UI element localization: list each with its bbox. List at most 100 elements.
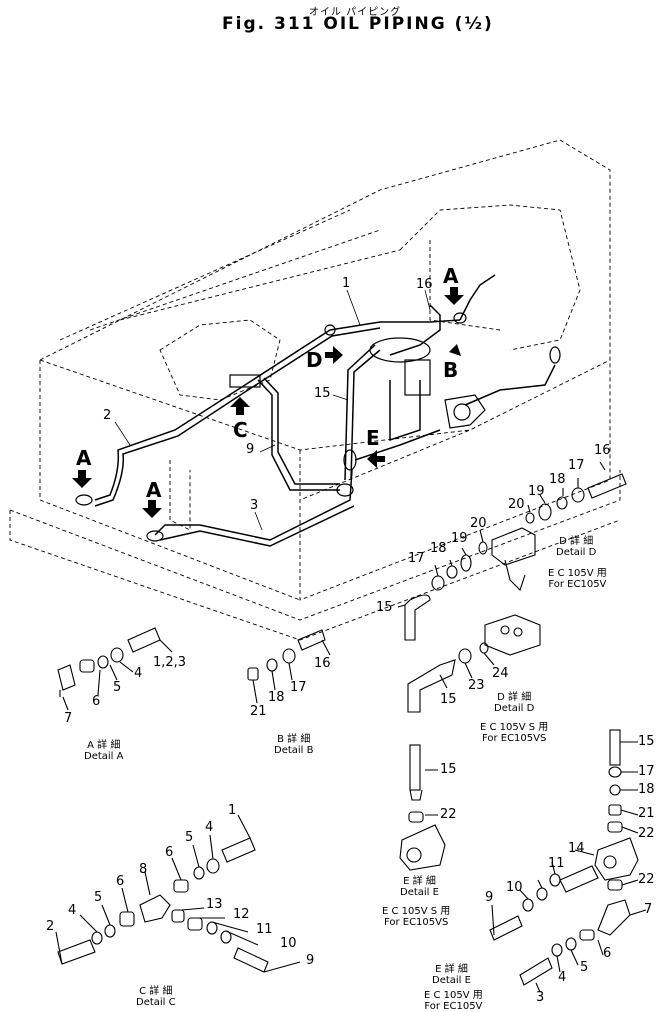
arrow-c [230, 397, 250, 415]
view-label-a3: A [443, 264, 459, 288]
callout-d-20b: 20 [470, 516, 487, 531]
detail-e1-parts [399, 744, 446, 871]
callout-d-17b: 17 [408, 551, 425, 566]
main-pipes [94, 274, 556, 547]
view-label-c: C [233, 418, 248, 442]
arrow-e [367, 450, 385, 468]
view-label-e: E [366, 426, 380, 450]
callout-c-13: 13 [206, 897, 223, 912]
callout-e-22: 22 [440, 807, 457, 822]
machine-outline [9, 139, 621, 641]
arrow-d [325, 346, 343, 364]
c-joint [229, 374, 261, 388]
detail-d1-parts [397, 461, 627, 641]
callout-c-12: 12 [233, 907, 250, 922]
detail-c-parts [55, 814, 301, 973]
callout-15: 15 [314, 386, 331, 401]
callout-d-15b: 15 [440, 692, 457, 707]
callout-r-6: 6 [603, 946, 612, 961]
title-japanese: オイル パイピング [309, 7, 402, 18]
callout-r-14: 14 [568, 841, 585, 856]
callout-a-6: 6 [92, 694, 101, 709]
callout-r-21: 21 [638, 806, 655, 821]
detail-d2-parts [407, 614, 541, 713]
arrow-a1 [72, 470, 92, 488]
figure-title: Fig. 311 OIL PIPING (½) [222, 14, 494, 34]
valve-block [404, 359, 431, 396]
callout-a-5: 5 [113, 680, 122, 695]
arrow-a2 [142, 500, 162, 518]
view-label-d: D [306, 348, 323, 372]
callout-d-16: 16 [594, 443, 611, 458]
callout-d-19b: 19 [451, 531, 468, 546]
callout-e-15: 15 [440, 762, 457, 777]
callout-d-24: 24 [492, 666, 509, 681]
callout-a-7: 7 [64, 711, 73, 726]
callout-r-10: 10 [506, 880, 523, 895]
callout-r-22: 22 [638, 826, 655, 841]
callout-c-4b: 4 [68, 903, 77, 918]
callout-b-21: 21 [250, 704, 267, 719]
callout-r-18: 18 [638, 782, 655, 797]
callout-c-2: 2 [46, 919, 55, 934]
callout-c-9: 9 [306, 953, 315, 968]
callout-c-5: 5 [185, 830, 194, 845]
callout-r-4: 4 [558, 970, 567, 985]
callout-d-23: 23 [468, 678, 485, 693]
view-label-a2: A [146, 478, 162, 502]
arrow-b [445, 340, 461, 356]
callout-3: 3 [250, 498, 259, 513]
callout-r-17: 17 [638, 764, 655, 779]
callout-r-22b: 22 [638, 872, 655, 887]
callout-r-5: 5 [580, 960, 589, 975]
callout-c-6: 6 [165, 845, 174, 860]
callout-16: 16 [416, 277, 433, 292]
callout-c-8: 8 [139, 862, 148, 877]
detail-a-parts [57, 627, 173, 711]
callout-r-15: 15 [638, 734, 655, 749]
callout-d-19: 19 [528, 484, 545, 499]
view-label-b: B [443, 358, 459, 382]
callout-d-18: 18 [549, 472, 566, 487]
callout-b-17: 17 [290, 680, 307, 695]
components [75, 312, 561, 542]
callout-r-7: 7 [644, 902, 653, 917]
callout-c-10: 10 [280, 936, 297, 951]
callout-1: 1 [342, 276, 351, 291]
callout-r-11: 11 [548, 856, 565, 871]
callout-c-6b: 6 [116, 874, 125, 889]
detail-e2-parts [489, 729, 647, 993]
callout-c-1: 1 [228, 803, 237, 818]
view-arrows [72, 287, 464, 518]
view-label-a1: A [76, 446, 92, 470]
callout-c-5b: 5 [94, 890, 103, 905]
callout-r-9: 9 [485, 890, 494, 905]
callout-r-3: 3 [536, 990, 545, 1005]
callout-d-15: 15 [376, 600, 393, 615]
arrow-a3 [444, 287, 464, 305]
callout-2: 2 [103, 408, 112, 423]
callout-a-4: 4 [134, 666, 143, 681]
callout-c-4: 4 [205, 820, 214, 835]
leader-lines [114, 289, 431, 531]
detail-b-parts [247, 629, 331, 704]
callout-9: 9 [246, 442, 255, 457]
callout-c-11: 11 [256, 922, 273, 937]
callout-b-16: 16 [314, 656, 331, 671]
callout-d-20: 20 [508, 497, 525, 512]
callout-d-18b: 18 [430, 541, 447, 556]
callout-d-17: 17 [568, 458, 585, 473]
